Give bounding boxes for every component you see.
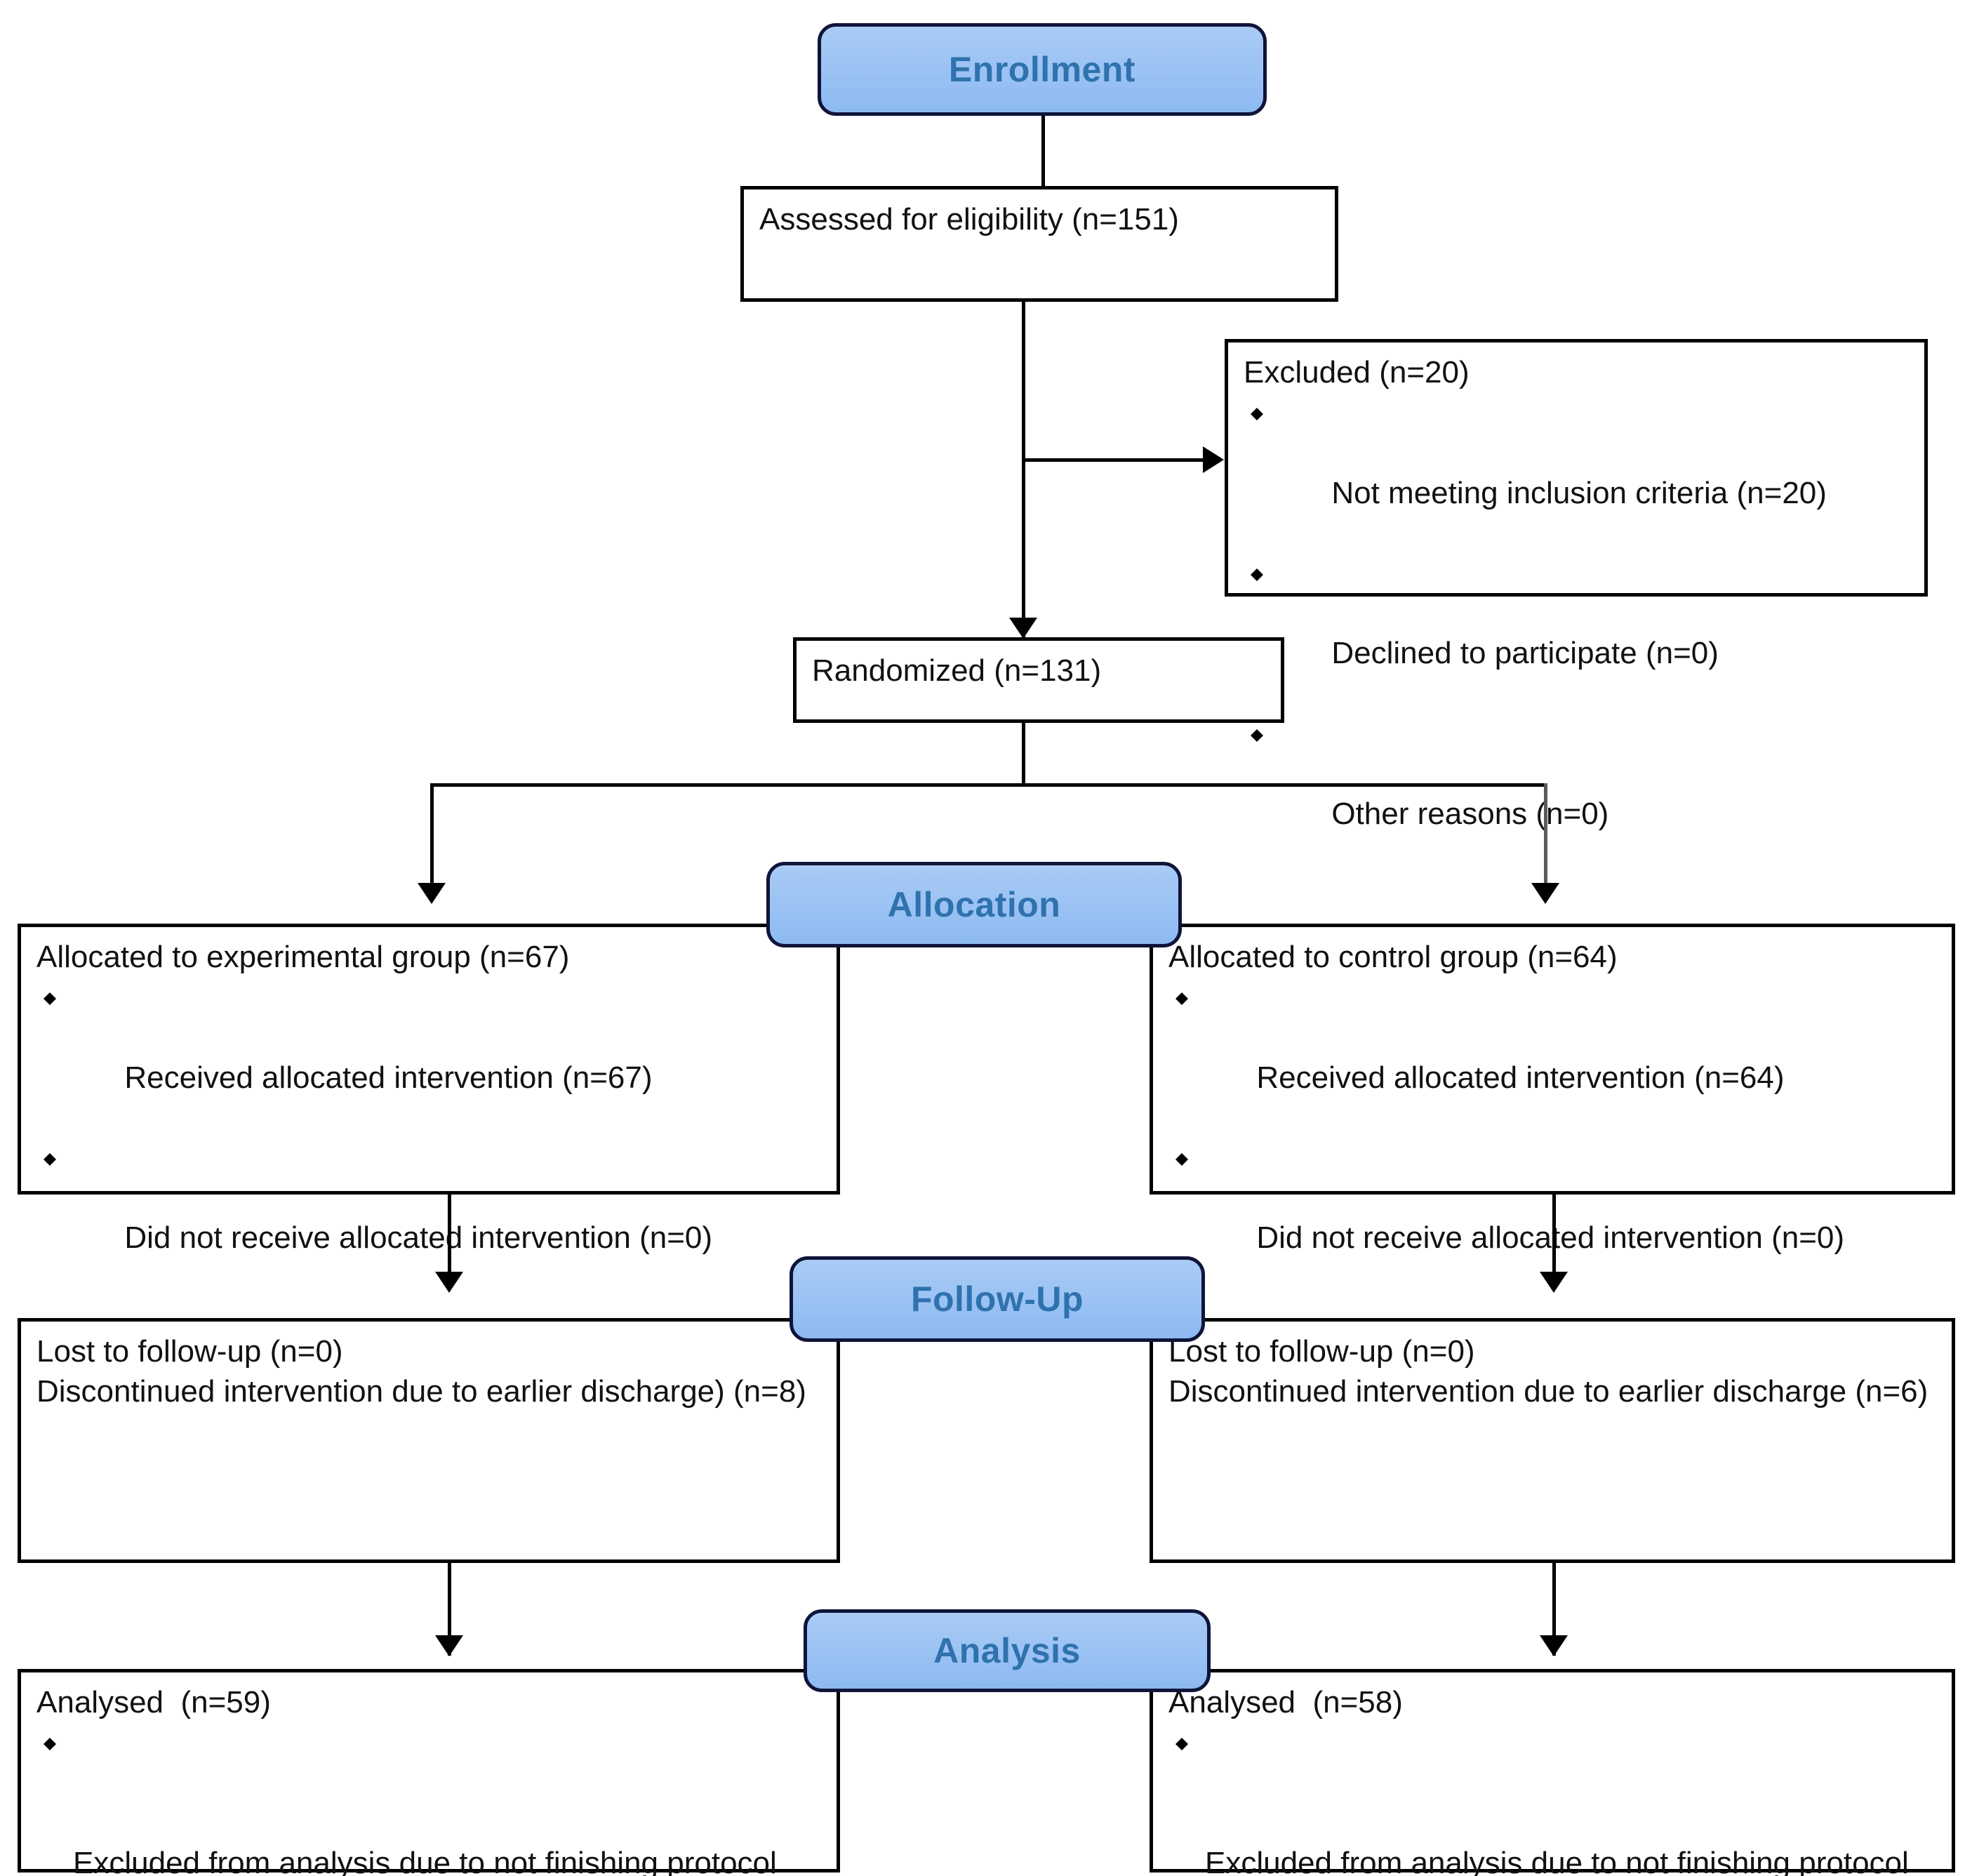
- analysis-left-item-1-label: Excluded from analysis due to not finish…: [73, 1845, 777, 1876]
- allocation-right-heading: Allocated to control group (n=64): [1168, 940, 1618, 974]
- box-assessed-for-eligibility: Assessed for eligibility (n=151): [740, 186, 1338, 302]
- followup-right-line-2: Discontinued intervention due to earlier…: [1168, 1374, 1929, 1409]
- excluded-reason-1-label: Not meeting inclusion criteria (n=20): [1331, 475, 1827, 510]
- connector-left-allocation-to-followup: [448, 1195, 451, 1279]
- arrowhead-left-analysis: [435, 1635, 463, 1656]
- banner-followup-label: Follow-Up: [910, 1279, 1084, 1319]
- excluded-heading: Excluded (n=20): [1244, 355, 1470, 390]
- analysis-left-heading: Analysed (n=59): [36, 1685, 271, 1719]
- diamond-bullet-icon: [1251, 401, 1263, 421]
- excluded-reason-3-label: Other reasons (n=0): [1331, 797, 1609, 832]
- allocation-left-item-2: Did not receive allocated intervention (…: [36, 1138, 822, 1298]
- allocation-right-item-1-label: Received allocated intervention (n=64): [1256, 1060, 1785, 1095]
- arrowhead-to-excluded: [1203, 446, 1224, 473]
- randomized-text: Randomized (n=131): [812, 653, 1102, 688]
- allocation-right-item-2: Did not receive allocated intervention (…: [1168, 1138, 1938, 1298]
- connector-left-followup-to-analysis: [448, 1563, 451, 1656]
- arrowhead-to-randomized: [1009, 618, 1037, 639]
- connector-right-allocation-to-followup: [1552, 1195, 1556, 1279]
- connector-to-right-allocation: [1544, 783, 1547, 889]
- analysis-right-item-1-label: Excluded from analysis due to not finish…: [1205, 1845, 1909, 1876]
- box-analysis-right: Analysed (n=58) Excluded from analysis d…: [1150, 1669, 1955, 1876]
- box-excluded: Excluded (n=20) Not meeting inclusion cr…: [1225, 339, 1928, 831]
- allocation-right-item-1: Received allocated intervention (n=64): [1168, 977, 1938, 1138]
- diamond-bullet-icon: [1175, 1731, 1188, 1751]
- followup-right-line-1: Lost to follow-up (n=0): [1168, 1334, 1475, 1369]
- box-followup-left: Lost to follow-up (n=0) Discontinued int…: [18, 1318, 840, 1563]
- followup-left-line-2: Discontinued intervention due to earlier…: [36, 1374, 806, 1409]
- diamond-bullet-icon: [1175, 1147, 1188, 1166]
- analysis-right-heading: Analysed (n=58): [1168, 1685, 1403, 1719]
- connector-assessed-to-randomized: [1022, 302, 1025, 640]
- arrowhead-right-allocation: [1531, 883, 1559, 904]
- diamond-bullet-icon: [1251, 562, 1263, 581]
- banner-allocation: Allocation: [766, 862, 1182, 947]
- box-followup-right: Lost to follow-up (n=0) Discontinued int…: [1150, 1318, 1955, 1563]
- connector-to-excluded: [1022, 458, 1206, 462]
- banner-allocation-label: Allocation: [887, 885, 1061, 924]
- banner-analysis-label: Analysis: [933, 1631, 1081, 1670]
- arrowhead-right-analysis: [1540, 1635, 1568, 1656]
- diamond-bullet-icon: [1175, 986, 1188, 1006]
- connector-enrollment-to-assessed: [1041, 116, 1045, 187]
- connector-right-followup-to-analysis: [1552, 1563, 1556, 1656]
- banner-enrollment-label: Enrollment: [948, 50, 1136, 89]
- box-allocation-left: Allocated to experimental group (n=67) R…: [18, 924, 840, 1255]
- allocation-left-item-1-label: Received allocated intervention (n=67): [124, 1060, 653, 1095]
- arrowhead-left-followup: [435, 1272, 463, 1293]
- connector-randomized-stem: [1022, 723, 1025, 786]
- analysis-left-item-1: Excluded from analysis due to not finish…: [36, 1722, 822, 1876]
- banner-analysis: Analysis: [804, 1609, 1211, 1692]
- excluded-reason-2: Declined to participate (n=0): [1244, 553, 1910, 714]
- excluded-reason-1: Not meeting inclusion criteria (n=20): [1244, 392, 1910, 553]
- allocation-right-item-2-label: Did not receive allocated intervention (…: [1256, 1220, 1845, 1256]
- allocation-left-item-2-label: Did not receive allocated intervention (…: [124, 1220, 713, 1256]
- assessed-text: Assessed for eligibility (n=151): [759, 202, 1179, 237]
- box-randomized: Randomized (n=131): [793, 637, 1284, 723]
- allocation-left-heading: Allocated to experimental group (n=67): [36, 940, 570, 974]
- banner-enrollment: Enrollment: [818, 23, 1267, 116]
- allocation-left-item-1: Received allocated intervention (n=67): [36, 977, 822, 1138]
- diamond-bullet-icon: [44, 1147, 56, 1166]
- diamond-bullet-icon: [1251, 723, 1263, 742]
- excluded-reason-2-label: Declined to participate (n=0): [1331, 636, 1719, 671]
- arrowhead-right-followup: [1540, 1272, 1568, 1293]
- arrowhead-left-allocation: [418, 883, 446, 904]
- connector-allocation-split-bar: [430, 783, 1547, 787]
- box-analysis-left: Analysed (n=59) Excluded from analysis d…: [18, 1669, 840, 1876]
- banner-followup: Follow-Up: [790, 1256, 1205, 1342]
- excluded-reason-3: Other reasons (n=0): [1244, 714, 1910, 874]
- connector-to-left-allocation: [430, 783, 434, 889]
- diamond-bullet-icon: [44, 986, 56, 1006]
- analysis-right-item-1: Excluded from analysis due to not finish…: [1168, 1722, 1938, 1876]
- diamond-bullet-icon: [44, 1731, 56, 1751]
- box-allocation-right: Allocated to control group (n=64) Receiv…: [1150, 924, 1955, 1255]
- followup-left-line-1: Lost to follow-up (n=0): [36, 1334, 343, 1369]
